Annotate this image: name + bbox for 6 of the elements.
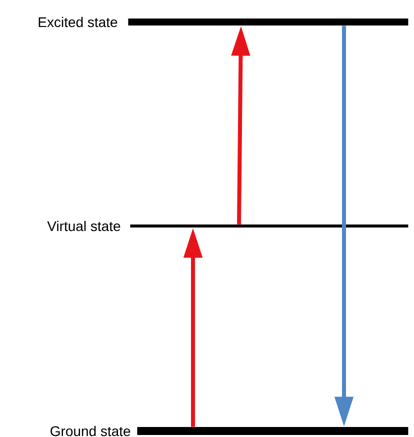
node-label: Ground state xyxy=(50,426,130,436)
node-label: Excited state xyxy=(38,16,118,28)
energy-level: Ground state xyxy=(50,426,408,436)
node-label: Virtual state xyxy=(47,220,120,232)
energy-level: Virtual state xyxy=(47,220,408,232)
energy-level: Excited state xyxy=(38,16,408,28)
